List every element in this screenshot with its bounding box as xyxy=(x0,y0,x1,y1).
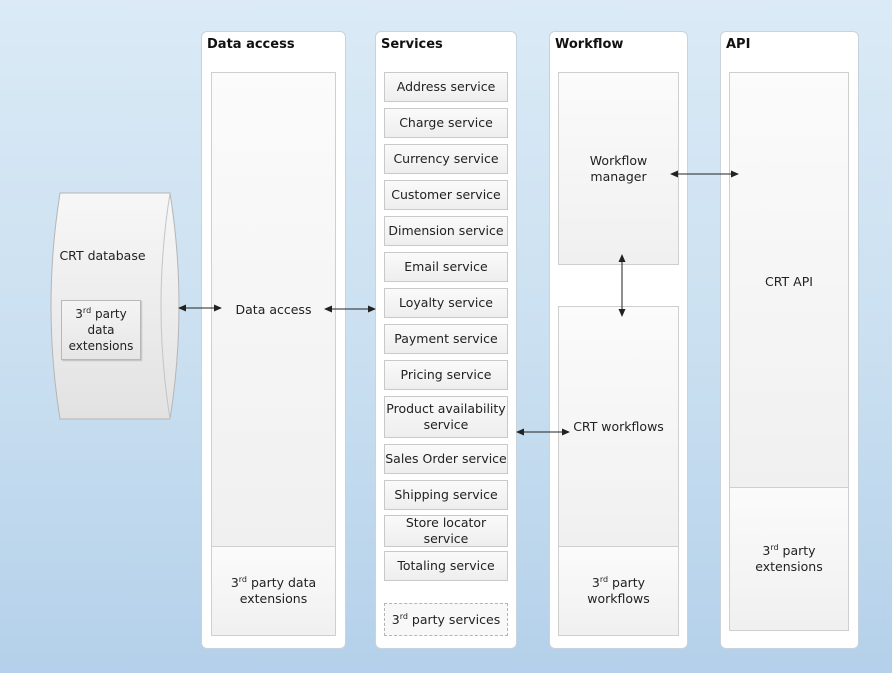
workflow-title: Workflow xyxy=(555,37,624,52)
service-item: Shipping service xyxy=(384,480,508,510)
ext-sup: rd xyxy=(399,611,408,621)
ext-line1: party xyxy=(608,575,646,590)
manager-line2: manager xyxy=(590,168,647,184)
service-label: Sales Order service xyxy=(385,451,507,466)
crt-database-label: CRT database xyxy=(59,248,146,263)
service-item: Email service xyxy=(384,252,508,282)
service-item: Currency service xyxy=(384,144,508,174)
ext-line2: extensions xyxy=(239,591,308,606)
ext-sup: rd xyxy=(238,574,248,584)
third-party-api-extensions: 3rd party extensions xyxy=(729,487,849,631)
crt-api-label: CRT API xyxy=(765,274,813,289)
service-label: Payment service xyxy=(394,331,498,346)
service-item: Pricing service xyxy=(384,360,508,390)
service-label: Store locator xyxy=(405,515,487,530)
ext-rest: party services xyxy=(407,611,501,627)
ext-line2: workflows xyxy=(587,591,650,606)
data-access-title: Data access xyxy=(207,37,295,52)
service-item: Customer service xyxy=(384,180,508,210)
ext-base: 3 xyxy=(591,575,600,590)
service-label: Address service xyxy=(396,79,496,94)
data-access-label: Data access xyxy=(235,301,312,317)
ext-base: 3 xyxy=(75,307,83,321)
ext-line1: party xyxy=(91,307,127,321)
ext-sup: rd xyxy=(770,542,779,552)
ext-base: 3 xyxy=(391,611,400,627)
manager-line1: Workflow xyxy=(589,152,648,168)
crt-workflows: CRT workflows xyxy=(558,306,679,547)
service-item: Address service xyxy=(384,72,508,102)
ext-base: 3 xyxy=(762,543,771,558)
services-title: Services xyxy=(381,37,443,52)
api-title: API xyxy=(726,37,751,52)
service-label-line2: service xyxy=(423,531,469,546)
crt-database-extensions: 3rd party data extensions xyxy=(61,300,141,360)
service-label: Totaling service xyxy=(397,558,495,573)
service-item: Sales Order service xyxy=(384,444,508,474)
service-label-line2: service xyxy=(423,417,469,432)
service-label: Dimension service xyxy=(388,223,504,238)
data-access-panel: Data access xyxy=(211,72,336,547)
service-label: Loyalty service xyxy=(399,295,493,310)
ext-line3: extensions xyxy=(68,339,134,353)
service-item: Totaling service xyxy=(384,551,508,581)
service-label: Customer service xyxy=(391,187,501,202)
ext-line1: party data xyxy=(247,575,317,590)
service-item: Payment service xyxy=(384,324,508,354)
crt-database: CRT database 3rd party data extensions xyxy=(40,192,190,420)
data-access-extensions: 3rd party data extensions xyxy=(211,546,336,636)
service-item: Charge service xyxy=(384,108,508,138)
crt-workflows-label: CRT workflows xyxy=(573,418,664,434)
ext-sup: rd xyxy=(599,574,609,584)
service-label: Pricing service xyxy=(400,367,492,382)
service-label: Charge service xyxy=(399,115,493,130)
third-party-services: 3rd party services xyxy=(384,603,508,636)
service-label: Shipping service xyxy=(394,487,498,502)
service-item: Dimension service xyxy=(384,216,508,246)
service-item: Loyalty service xyxy=(384,288,508,318)
ext-line2: data xyxy=(87,323,115,337)
crt-api: CRT API xyxy=(729,72,849,488)
third-party-workflows: 3rd party workflows xyxy=(558,546,679,636)
service-label: Email service xyxy=(404,259,488,274)
workflow-manager: Workflow manager xyxy=(558,72,679,265)
ext-line2: extensions xyxy=(755,559,823,574)
ext-base: 3 xyxy=(230,575,239,590)
service-label: Product availability xyxy=(386,401,506,416)
ext-line1: party xyxy=(778,543,816,558)
service-label: Currency service xyxy=(393,151,499,166)
ext-sup: rd xyxy=(82,306,92,315)
